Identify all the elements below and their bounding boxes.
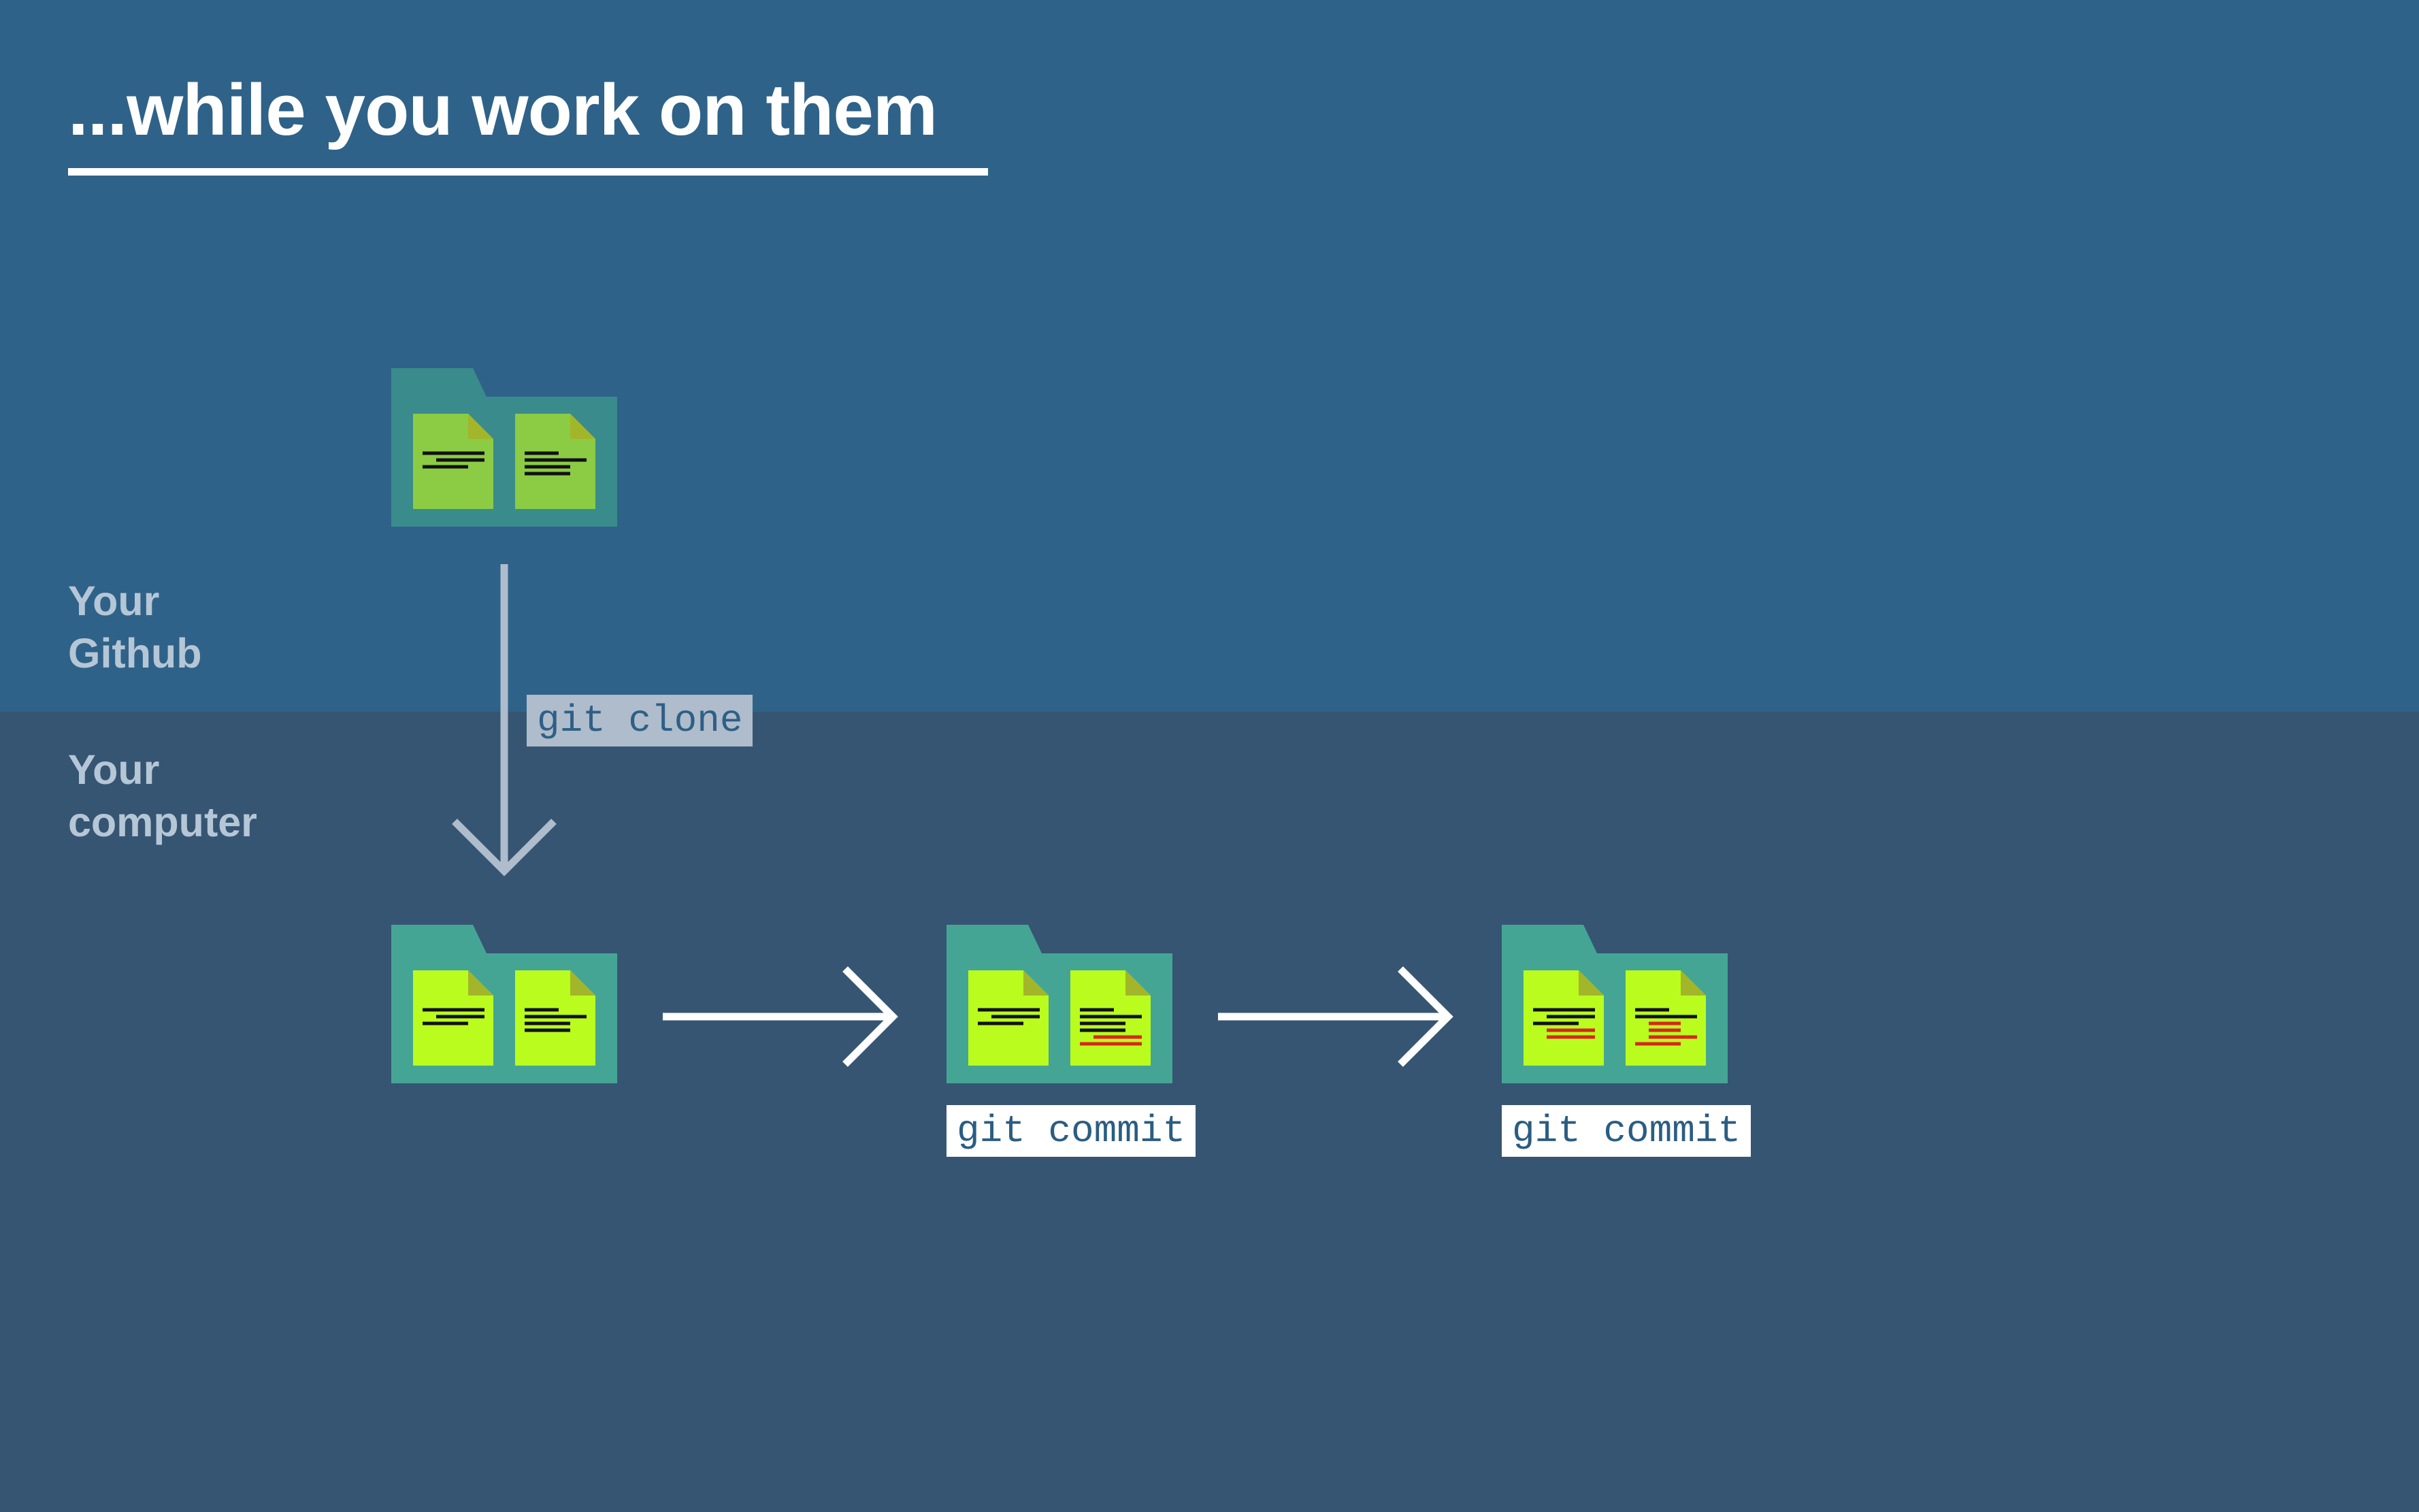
document-icon (515, 970, 595, 1066)
computer-zone-label: Your computer (68, 744, 257, 849)
title-underline (68, 168, 988, 176)
github-repo-folder (391, 368, 617, 527)
document-icon (1626, 970, 1706, 1066)
document-icon (1070, 970, 1151, 1066)
computer-label-line-1: Your (68, 746, 160, 793)
progress-arrow (1218, 966, 1453, 1067)
git-commit-label: git commit (947, 1105, 1196, 1157)
local-repo-commit-2-folder (1502, 925, 1728, 1083)
document-icon (1524, 970, 1604, 1066)
git-clone-label: git clone (527, 695, 753, 746)
local-repo-commit-1-folder (947, 925, 1172, 1083)
github-label-line-2: Github (68, 630, 202, 676)
computer-zone (0, 712, 2419, 1512)
document-icon (968, 970, 1049, 1066)
github-label-line-1: Your (68, 578, 160, 624)
local-repo-folder (391, 925, 617, 1083)
computer-label-line-2: computer (68, 799, 257, 845)
github-zone-label: Your Github (68, 575, 202, 680)
git-commit-label: git commit (1502, 1105, 1751, 1157)
document-icon (413, 414, 493, 509)
github-zone (0, 0, 2419, 712)
document-icon (413, 970, 493, 1066)
progress-arrow (663, 966, 898, 1067)
page-title: ...while you work on them (68, 69, 938, 150)
clone-arrow (452, 564, 557, 876)
document-icon (515, 414, 595, 509)
